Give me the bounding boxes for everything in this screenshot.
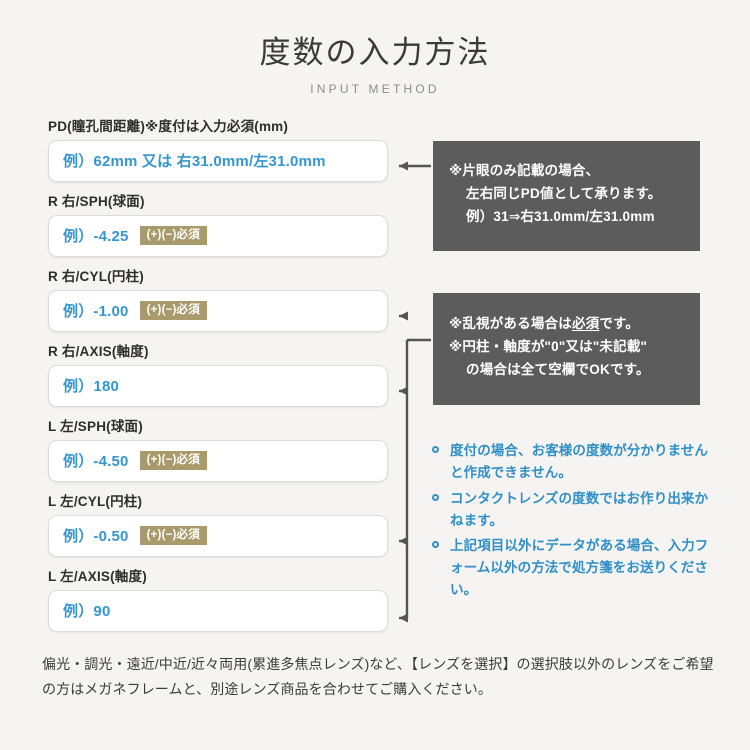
right-cyl-input[interactable]: 例）-1.00 (+)(−)必須 xyxy=(48,289,388,332)
callout-cyl-line1-underline: 必須 xyxy=(571,316,600,331)
bullet-circle-icon xyxy=(432,493,439,501)
footer-note: 偏光・調光・遠近/中近/近々両用(累進多焦点レンズ)など、【レンズを選択】の選択… xyxy=(42,656,714,697)
field-group-pd: PD(瞳孔間距離)※度付は入力必須(mm) 例）62mm 又は 右31.0mm/… xyxy=(48,120,388,195)
callout-pd-note: ※片眼のみ記載の場合、 左右同じPD値として承ります。 例）31⇒右31.0mm… xyxy=(433,141,700,251)
field-group-right-cyl: R 右/CYL(円柱) 例）-1.00 (+)(−)必須 xyxy=(48,270,388,345)
field-label-left-cyl: L 左/CYL(円柱) xyxy=(48,494,143,509)
field-label-right-axis: R 右/AXIS(軸度) xyxy=(48,344,149,359)
right-cyl-placeholder: 例）-1.00 xyxy=(63,303,129,320)
field-label-left-sph: L 左/SPH(球面) xyxy=(48,419,143,434)
left-cyl-input[interactable]: 例）-0.50 (+)(−)必須 xyxy=(48,514,388,557)
callout-pd-line3: 例）31⇒右31.0mm/左31.0mm xyxy=(466,209,655,225)
callout-cyl-note: ※乱視がある場合は必須です。 ※円柱・軸度が"0"又は"未記載" の場合は全て空… xyxy=(433,293,700,405)
left-sph-placeholder: 例）-4.50 xyxy=(63,453,129,470)
pd-input[interactable]: 例）62mm 又は 右31.0mm/左31.0mm xyxy=(48,139,388,182)
list-item: 上記項目以外にデータがある場合、入力フォーム以外の方法で処方箋をお送りください。 xyxy=(432,535,717,601)
pd-placeholder: 例）62mm 又は 右31.0mm/左31.0mm xyxy=(63,153,326,170)
field-group-right-axis: R 右/AXIS(軸度) 例）180 xyxy=(48,345,388,420)
list-item: コンタクトレンズの度数ではお作り出来かねます。 xyxy=(432,488,717,532)
left-sph-input[interactable]: 例）-4.50 (+)(−)必須 xyxy=(48,439,388,482)
callout-pd-line1: ※片眼のみ記載の場合、 xyxy=(449,163,600,178)
page-title: 度数の入力方法 xyxy=(259,35,491,70)
callout-cyl-line2: ※円柱・軸度が"0"又は"未記載" xyxy=(449,339,648,355)
right-axis-input[interactable]: 例）180 xyxy=(48,364,388,407)
connector-arrow-pd xyxy=(399,161,431,171)
bullet-circle-icon xyxy=(432,446,439,453)
right-cyl-required-badge: (+)(−)必須 xyxy=(139,300,207,321)
left-axis-placeholder: 例）90 xyxy=(63,603,111,620)
callout-cyl-line1-pre: ※乱視がある場合は xyxy=(449,316,572,331)
callout-cyl-line1: ※乱視がある場合は必須です。 xyxy=(449,312,686,335)
field-label-right-sph: R 右/SPH(球面) xyxy=(48,194,145,209)
right-axis-placeholder: 例）180 xyxy=(63,378,120,395)
left-sph-required-badge: (+)(−)必須 xyxy=(139,450,207,471)
notes-list: 度付の場合、お客様の度数が分かりませんと作成できません。 コンタクトレンズの度数… xyxy=(432,440,717,605)
connector-trunk-cyl xyxy=(399,311,431,623)
left-cyl-required-badge: (+)(−)必須 xyxy=(139,525,207,546)
callout-pd-line2: 左右同じPD値として承ります。 xyxy=(466,186,662,202)
note-text: 度付の場合、お客様の度数が分かりませんと作成できません。 xyxy=(450,443,708,480)
right-sph-placeholder: 例）-4.25 xyxy=(63,228,129,245)
field-group-left-cyl: L 左/CYL(円柱) 例）-0.50 (+)(−)必須 xyxy=(48,495,388,570)
callout-cyl-line3: の場合は全て空欄でOKです。 xyxy=(466,362,650,378)
prescription-form: PD(瞳孔間距離)※度付は入力必須(mm) 例）62mm 又は 右31.0mm/… xyxy=(48,120,388,645)
field-label-left-axis: L 左/AXIS(軸度) xyxy=(48,569,147,584)
field-label-right-cyl: R 右/CYL(円柱) xyxy=(48,269,144,284)
field-group-right-sph: R 右/SPH(球面) 例）-4.25 (+)(−)必須 xyxy=(48,195,388,270)
note-text: コンタクトレンズの度数ではお作り出来かねます。 xyxy=(450,490,709,528)
field-group-left-sph: L 左/SPH(球面) 例）-4.50 (+)(−)必須 xyxy=(48,420,388,495)
list-item: 度付の場合、お客様の度数が分かりませんと作成できません。 xyxy=(432,440,717,484)
field-label-pd: PD(瞳孔間距離)※度付は入力必須(mm) xyxy=(48,119,289,134)
page-header: 度数の入力方法 INPUT METHOD xyxy=(0,34,750,96)
field-group-left-axis: L 左/AXIS(軸度) 例）90 xyxy=(48,570,388,645)
right-sph-required-badge: (+)(−)必須 xyxy=(139,225,207,246)
callout-cyl-line1-post: です。 xyxy=(599,316,640,331)
bullet-circle-icon xyxy=(432,541,439,549)
page-subtitle: INPUT METHOD xyxy=(310,82,440,97)
left-cyl-placeholder: 例）-0.50 xyxy=(63,528,129,545)
note-text: 上記項目以外にデータがある場合、入力フォーム以外の方法で処方箋をお送りください。 xyxy=(450,538,709,598)
right-sph-input[interactable]: 例）-4.25 (+)(−)必須 xyxy=(48,214,388,257)
left-axis-input[interactable]: 例）90 xyxy=(48,589,388,632)
